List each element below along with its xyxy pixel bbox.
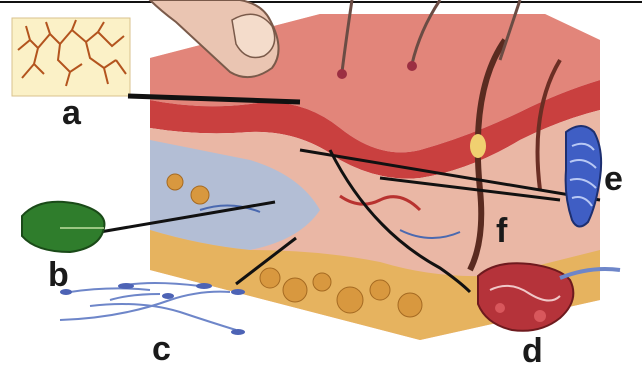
label-f: f	[496, 214, 507, 248]
inset-a-free-nerve-endings	[12, 18, 130, 96]
label-b: b	[48, 258, 69, 292]
label-a: a	[62, 96, 81, 130]
label-d: d	[522, 334, 543, 368]
label-c: c	[152, 332, 171, 366]
receptor-c-fibers	[60, 283, 236, 330]
label-e: e	[604, 162, 623, 196]
receptor-b-green	[22, 202, 104, 252]
